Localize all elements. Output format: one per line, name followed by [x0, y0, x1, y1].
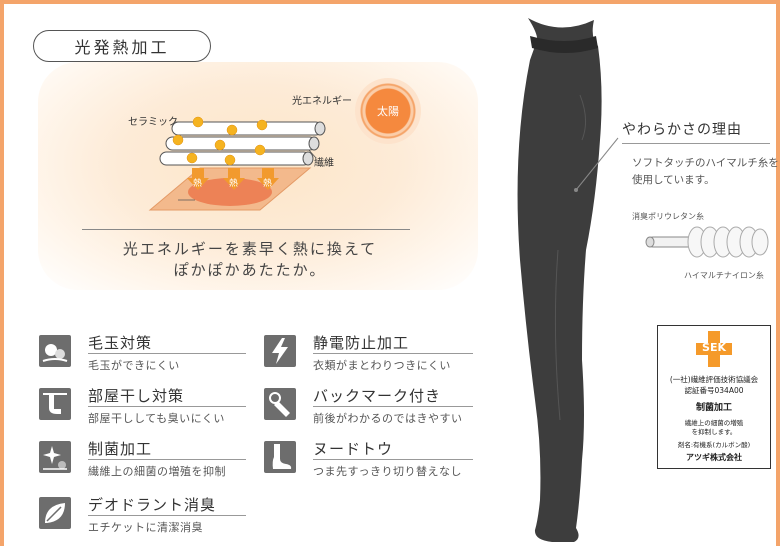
feature-subtitle-1: 毛玉ができにくい [88, 359, 180, 372]
softness-description: ソフトタッチのハイマルチ糸を 使用しています。 [632, 157, 779, 186]
pill-ball-icon [39, 335, 71, 367]
sparkle-bacteria-icon [39, 441, 71, 473]
heat-label-1: 熱 [193, 179, 203, 189]
tag-icon [264, 388, 296, 420]
sek-cross-icon [696, 331, 732, 367]
heat-arrows [187, 168, 279, 190]
heat-spot [188, 178, 272, 206]
feature-subtitle-4: エチケットに清潔消臭 [88, 521, 203, 534]
feature-subtitle-2: 部屋干ししても臭いにくい [88, 412, 225, 425]
feature-title-3: 制菌加工 [88, 440, 153, 458]
ceramic-label: セラミック [128, 117, 178, 128]
sek-certification: SEK (一社)繊維評価技術協議会 認証番号034A00 制菌加工 繊維上の細菌… [657, 325, 771, 469]
light-energy-label: 光エネルギー [292, 96, 352, 107]
feature-title-5: 静電防止加工 [313, 334, 410, 352]
heat-diagram [148, 116, 326, 211]
nylon-label: ハイマルチナイロン糸 [684, 271, 764, 280]
feature-subtitle-5: 衣類がまとわりつきにくい [313, 359, 451, 372]
yarn-coil-icon [645, 226, 769, 258]
polyurethane-label: 消臭ポリウレタン糸 [632, 212, 704, 221]
feature-title-4: デオドラント消臭 [88, 496, 217, 514]
ceramic-dots [172, 116, 268, 166]
hanging-sock-icon [39, 388, 71, 420]
softness-title: やわらかさの理由 [622, 122, 742, 138]
feature-title-2: 部屋干し対策 [88, 387, 185, 405]
feature-subtitle-3: 繊維上の細菌の増殖を抑制 [88, 465, 226, 478]
feature-title-7: ヌードトウ [313, 440, 394, 458]
heat-label-3: 熱 [263, 179, 273, 189]
foot-icon [264, 441, 296, 473]
badge-title: 光発熱加工 [33, 30, 211, 62]
feature-title-1: 毛玉対策 [88, 334, 153, 352]
tights-illustration [517, 18, 619, 542]
sun-label: 太陽 [377, 105, 399, 118]
sun-icon: 太陽 [355, 78, 421, 144]
divider [82, 229, 410, 230]
headline-line1: 光エネルギーを素早く熱に換えて [122, 240, 378, 258]
lightning-icon [264, 335, 296, 367]
feature-title-6: バックマーク付き [313, 387, 442, 405]
headline-line2: ぽかぽかあたたか。 [173, 261, 327, 279]
sek-mark: SEK [702, 341, 726, 354]
heat-label-2: 熱 [229, 179, 239, 189]
feature-subtitle-6: 前後がわかるのではきやすい [313, 412, 463, 425]
fiber-cylinders [159, 121, 326, 166]
leaf-icon [39, 497, 71, 529]
fiber-label: 繊維 [314, 158, 334, 169]
feature-subtitle-7: つま先すっきり切り替えなし [313, 465, 463, 478]
